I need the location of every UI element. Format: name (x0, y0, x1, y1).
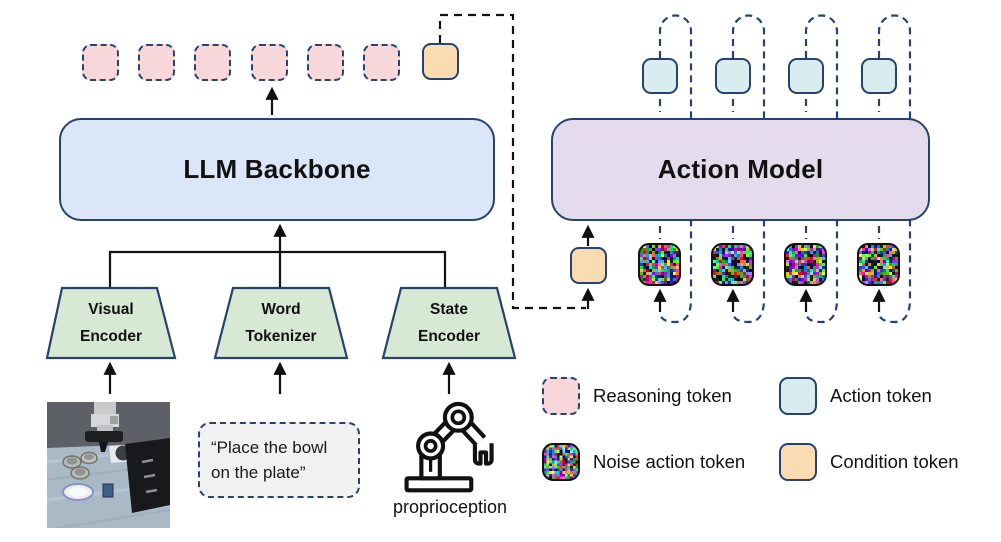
reasoning-token (307, 44, 344, 81)
encoder-branch-line (108, 250, 447, 287)
denoising-loop (804, 14, 839, 324)
visual-encoder-shape (45, 286, 177, 360)
instruction-text: “Place the bowl on the plate” (211, 438, 328, 482)
reasoning-token (138, 44, 175, 81)
legend-label-condition: Condition token (830, 451, 959, 472)
action-token (861, 58, 897, 94)
state-encoder-shape (381, 286, 517, 360)
action-model-box: Action Model (551, 118, 930, 221)
legend-label-noise: Noise action token (593, 451, 746, 472)
robot-arm-icon (398, 397, 502, 494)
visual-encoder-label: Visual Encoder (47, 290, 175, 356)
action-token-swatch (779, 377, 817, 415)
word-tokenizer-line2: Tokenizer (245, 327, 317, 345)
reasoning-token (363, 44, 400, 81)
legend-label-action: Action token (830, 385, 932, 406)
proprioception-label: proprioception (392, 497, 508, 517)
action-token (642, 58, 678, 94)
reasoning-token (251, 44, 288, 81)
state-encoder-line2: Encoder (417, 327, 480, 345)
reasoning-token (194, 44, 231, 81)
action-token (715, 58, 751, 94)
instruction-text-box: “Place the bowl on the plate” (198, 422, 360, 498)
word-tokenizer-line1: Word (261, 301, 301, 318)
noise-action-token (638, 243, 681, 286)
reasoning-token-swatch (542, 377, 580, 415)
word-tokenizer-label: Word Tokenizer (217, 290, 345, 356)
llm-backbone-box: LLM Backbone (59, 118, 495, 221)
condition-token (570, 247, 607, 284)
denoising-loop (731, 14, 766, 324)
denoising-loop (658, 14, 693, 324)
action-model-title: Action Model (657, 154, 824, 184)
noise-action-token (784, 243, 827, 286)
denoising-loop (877, 14, 912, 324)
noise-action-token (711, 243, 754, 286)
legend-item-condition: Condition token (779, 443, 959, 481)
legend-item-noise: Noise action token (542, 443, 745, 481)
word-tokenizer-shape (213, 286, 349, 360)
condition-token-dashed-route (438, 13, 586, 310)
llm-backbone-title: LLM Backbone (183, 154, 371, 184)
reasoning-token (82, 44, 119, 81)
noise-action-token-swatch (542, 443, 580, 481)
visual-encoder-line2: Encoder (79, 327, 142, 345)
condition-token-swatch (779, 443, 817, 481)
legend-item-action: Action token (779, 377, 932, 415)
condition-token (422, 43, 459, 80)
action-token (788, 58, 824, 94)
state-encoder-line1: State (430, 301, 468, 318)
legend-label-reasoning: Reasoning token (593, 385, 732, 406)
robot-scene-illustration (46, 402, 171, 529)
visual-encoder-line1: Visual (88, 301, 134, 318)
state-encoder-label: State Encoder (385, 290, 513, 356)
noise-action-token (857, 243, 900, 286)
camera-observation-image (46, 402, 171, 529)
legend-item-reasoning: Reasoning token (542, 377, 732, 415)
